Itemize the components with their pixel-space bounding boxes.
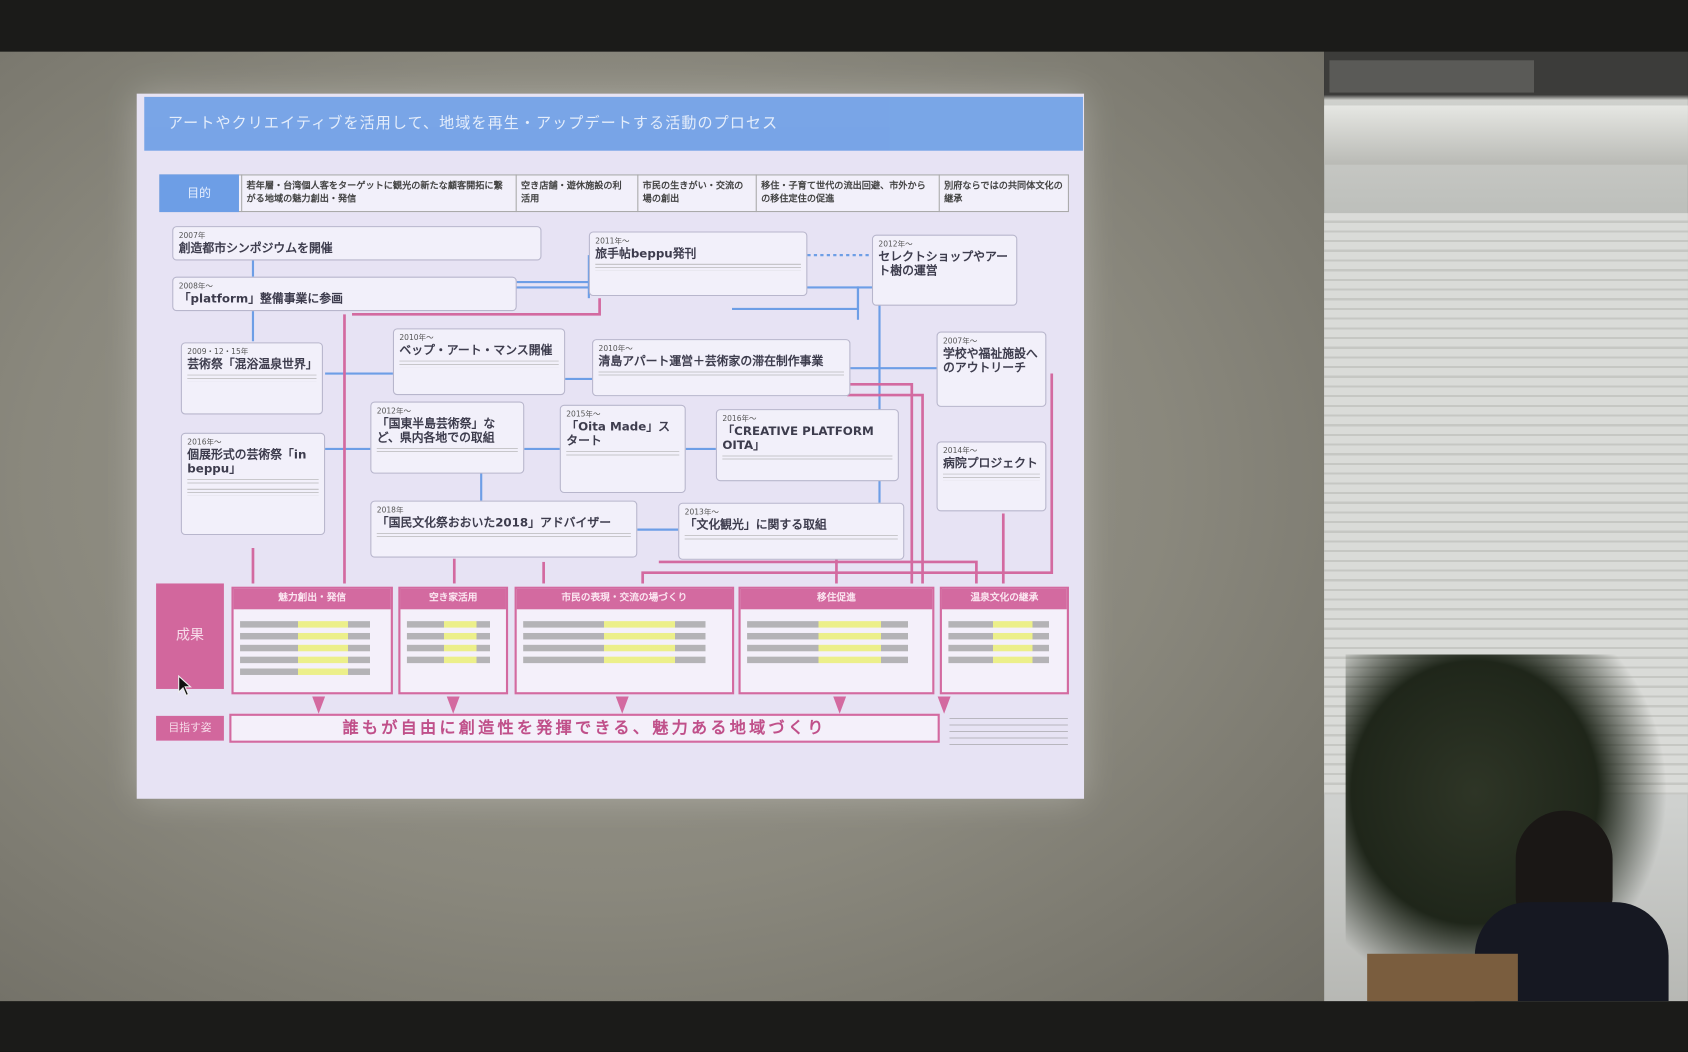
activity-year: 2012年～ [878, 240, 913, 249]
arrow-pink [847, 393, 924, 584]
activity-year: 2010年～ [399, 333, 434, 343]
result-heading: 魅力創出・発信 [233, 588, 391, 610]
activity-box: 2008年～「platform」整備事業に参画 [172, 276, 517, 312]
activity-title: 学校や福祉施設へのアウトリーチ [943, 346, 1038, 375]
activity-title: 「国東半島芸術祭」など、県内各地での取組 [376, 416, 496, 445]
result-box: 空き家活用 [398, 586, 509, 695]
room-camera-view [1324, 51, 1688, 1002]
ceiling-vent [1329, 60, 1535, 93]
arrow-down-pink [615, 696, 629, 714]
purpose-item: 移住・子育て世代の流出回避、市外からの移住定住の促進 [755, 174, 937, 213]
activity-box: 2016年～個展形式の芸術祭「in beppu」 [180, 432, 326, 536]
projected-slide: アートやクリエイティブを活用して、地域を再生・アップデートする活動のプロセス 目… [136, 93, 1085, 799]
activity-year: 2009・12・15年 [187, 347, 249, 357]
activity-year: 2014年～ [943, 446, 978, 456]
activity-title: 「Oita Made」スタート [566, 419, 670, 448]
arrow-pink [658, 560, 978, 584]
activity-box: 2010年～ベップ・アート・マンス開催 [392, 328, 566, 396]
activity-box: 2016年～「CREATIVE PLATFORM OITA」 [715, 409, 899, 482]
activity-box: 2015年～「Oita Made」スタート [559, 404, 686, 494]
footnotes [949, 718, 1068, 747]
activity-box: 2007年創造都市シンポジウムを開催 [172, 226, 542, 261]
activity-title: 「platform」整備事業に参画 [178, 291, 343, 306]
activity-year: 2018年 [376, 505, 404, 515]
activity-title: 「国民文化祭おおいた2018」アドバイザー [376, 515, 612, 530]
activity-year: 2013年～ [684, 508, 719, 517]
purpose-item: 別府ならではの共同体文化の継承 [938, 174, 1068, 213]
activity-box: 2012年～「国東半島芸術祭」など、県内各地での取組 [370, 401, 525, 474]
purpose-item: 若年層・台湾個人客をターゲットに観光の新たな顧客開拓に繋がる地域の魅力創出・発信 [241, 174, 510, 213]
result-box: 温泉文化の継承 [939, 586, 1069, 695]
activity-year: 2016年～ [722, 414, 757, 424]
arrow-down-pink [312, 696, 326, 714]
purpose-item: 空き店舗・遊休施設の利活用 [515, 174, 632, 213]
activity-title: 病院プロジェクト [943, 456, 1038, 471]
activity-box: 2011年～旅手帖beppu発刊 [588, 231, 808, 297]
activity-box: 2010年～清島アパート運営＋芸術家の滞在制作事業 [592, 339, 851, 397]
activity-year: 2015年～ [566, 410, 601, 419]
activity-year: 2007年 [178, 231, 206, 241]
purpose-label: 目的 [159, 174, 239, 213]
arrow-down-pink [446, 696, 460, 714]
activity-box: 2012年～セレクトショップやアート樹の運営 [871, 234, 1018, 306]
purpose-row [159, 174, 1069, 213]
mouse-cursor-icon [178, 674, 192, 697]
activity-title: 創造都市シンポジウムを開催 [178, 241, 333, 256]
activity-title: 個展形式の芸術祭「in beppu」 [187, 447, 307, 476]
arrow-pink [641, 373, 1054, 584]
activity-title: セレクトショップやアート樹の運営 [878, 249, 1008, 278]
result-box: 魅力創出・発信 [231, 586, 393, 695]
result-heading: 空き家活用 [400, 588, 506, 610]
activity-year: 2008年～ [178, 282, 213, 291]
activity-box: 2009・12・15年芸術祭「混浴温泉世界」 [180, 342, 323, 415]
activity-title: 旅手帖beppu発刊 [595, 246, 697, 261]
activity-title: 「CREATIVE PLATFORM OITA」 [722, 424, 874, 453]
arrow-down-pink [937, 696, 951, 714]
activity-year: 2016年～ [187, 438, 222, 447]
arrow-blue [732, 286, 880, 311]
activity-title: 芸術祭「混浴温泉世界」 [187, 357, 318, 372]
activity-box: 2018年「国民文化祭おおいた2018」アドバイザー [370, 500, 638, 558]
activity-box: 2013年～「文化観光」に関する取組 [678, 502, 905, 560]
result-heading: 市民の表現・交流の場づくり [516, 588, 733, 610]
activity-title: 「文化観光」に関する取組 [684, 517, 827, 532]
goal-statement: 誰もが自由に創造性を発揮できる、魅力ある地域づくり [229, 713, 940, 743]
result-heading: 移住促進 [740, 588, 933, 610]
result-box: 市民の表現・交流の場づくり [514, 586, 735, 695]
result-box: 移住促進 [738, 586, 935, 695]
result-heading: 温泉文化の継承 [941, 588, 1067, 610]
laptop [1367, 953, 1518, 1002]
purpose-item: 市民の生きがい・交流の場の創出 [637, 174, 753, 213]
arrow-pink [847, 382, 914, 584]
arrow-down-pink [833, 696, 847, 714]
ceiling-light [1324, 105, 1688, 165]
activity-year: 2010年～ [598, 344, 633, 354]
arrow-pink [352, 298, 601, 316]
activity-title: 清島アパート運営＋芸術家の滞在制作事業 [598, 354, 824, 369]
slide-title: アートやクリエイティブを活用して、地域を再生・アップデートする活動のプロセス [144, 96, 1083, 151]
goal-label: 目指す姿 [156, 715, 224, 741]
activity-box: 2014年～病院プロジェクト [936, 441, 1047, 512]
activity-title: ベップ・アート・マンス開催 [399, 343, 553, 358]
activity-year: 2007年～ [943, 336, 978, 346]
activity-box: 2007年～学校や福祉施設へのアウトリーチ [936, 331, 1047, 407]
results-label: 成果 [156, 583, 224, 689]
activity-year: 2011年～ [595, 236, 630, 246]
activity-year: 2012年～ [376, 406, 412, 416]
